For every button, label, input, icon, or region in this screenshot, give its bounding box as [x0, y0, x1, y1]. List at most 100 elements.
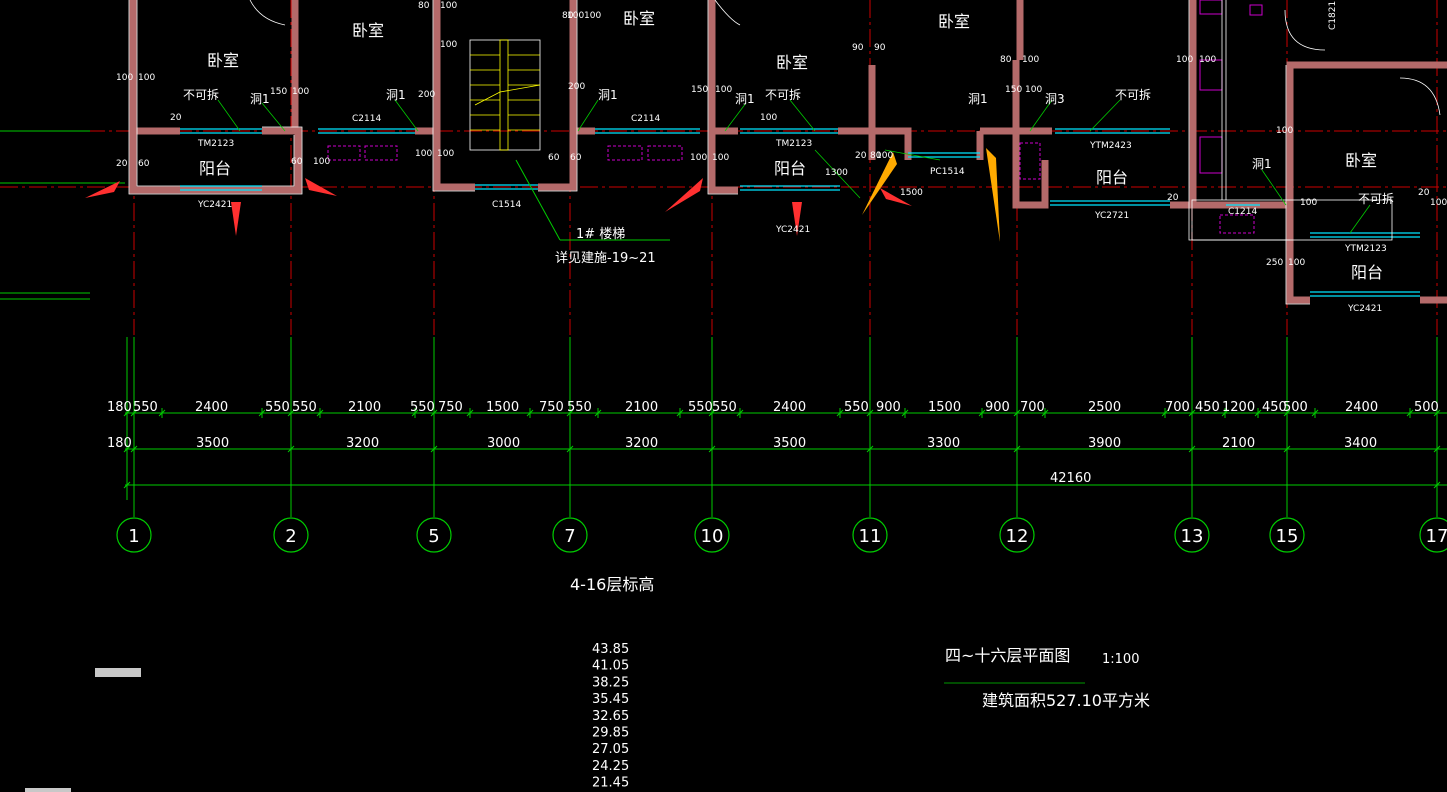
plan-small-dim: 60 — [291, 157, 303, 167]
window-tag: YTM2423 — [1089, 141, 1132, 151]
axis-label: 1 — [128, 526, 139, 547]
dim-row1-label: 700 — [1020, 400, 1045, 415]
dim-row2-label: 3500 — [773, 436, 806, 451]
dim-row1-label: 500 — [1283, 400, 1308, 415]
plan-small-dim: 80 — [562, 11, 574, 21]
plan-small-dim: 100 — [1276, 126, 1293, 136]
room-balcony-1: 阳台 — [199, 159, 231, 178]
dim-row1-label: 900 — [876, 400, 901, 415]
plan-small-dim: 100 — [1022, 55, 1039, 65]
plan-small-dim: 100 — [440, 1, 457, 11]
window-tag: YC2421 — [775, 225, 810, 235]
plan-small-dim: 60 — [138, 159, 150, 169]
axis-bubble-1 — [116, 517, 152, 553]
stair-reference: 详见建施-19~21 — [555, 251, 656, 266]
window-tag: C2114 — [352, 114, 381, 124]
note-not-demolish-4: 不可拆 — [1358, 191, 1394, 206]
kitchen-fixtures — [1199, 0, 1263, 174]
dim-row1-label: 2100 — [348, 400, 381, 415]
window-tag: C1514 — [492, 200, 521, 210]
dim-row2-label: 3300 — [927, 436, 960, 451]
axis-label: 17 — [1426, 526, 1447, 547]
gray-bar-bottom — [25, 788, 71, 792]
plan-small-dim: 150 — [270, 87, 287, 97]
room-bedroom-3: 卧室 — [623, 9, 655, 28]
axis-bubble-12 — [999, 517, 1035, 553]
plan-small-dim: 200 — [418, 90, 435, 100]
dim-row1-label: 550 — [567, 400, 592, 415]
note-hole-3: 洞1 — [598, 88, 618, 102]
dimension-ticks — [123, 408, 1441, 489]
axis-bubble-7 — [552, 517, 588, 553]
window-tag: C1821 — [1328, 1, 1338, 30]
plan-small-dim: 100 — [292, 87, 309, 97]
dim-row1-label: 1500 — [486, 400, 519, 415]
dim-row1-label: 500 — [1414, 400, 1439, 415]
plan-small-dim: 20 — [116, 159, 128, 169]
plan-small-dim: 90 — [874, 43, 886, 53]
plan-small-dim: 1300 — [825, 168, 848, 178]
note-hole-5: 洞1 — [968, 92, 988, 106]
plan-small-dim: 100 — [876, 151, 893, 161]
plan-small-dim: 60 — [570, 153, 582, 163]
axis-label: 12 — [1006, 526, 1029, 547]
plan-small-dim: 100 — [584, 11, 601, 21]
note-labels: 不可拆 不可拆 不可拆 不可拆 洞1 洞1 洞1 洞1 洞1 洞3 洞1 — [183, 87, 1394, 206]
plan-small-dim: 20 — [855, 151, 867, 161]
room-balcony-3: 阳台 — [1096, 168, 1128, 187]
window-tag: YC2721 — [1094, 211, 1129, 221]
dim-row1-label: 2400 — [773, 400, 806, 415]
elevation-value: 24.25 — [592, 759, 629, 774]
axis-label: 5 — [428, 526, 439, 547]
plan-small-dim: 150 — [691, 85, 708, 95]
dim-row1-label: 2400 — [195, 400, 228, 415]
window-tag: YTM2123 — [1344, 244, 1387, 254]
plan-small-dim: 100 — [1176, 55, 1193, 65]
dim-row1-label: 550 — [688, 400, 713, 415]
plan-small-dim: 100 — [567, 11, 584, 21]
elevation-value: 41.05 — [592, 659, 629, 674]
dimension-lines — [125, 412, 1447, 486]
orange-arrow-markers — [862, 148, 1000, 242]
plan-small-dim: 100 — [313, 157, 330, 167]
level-title: 4-16层标高 — [570, 575, 654, 594]
elevation-list: 43.8541.0538.2535.4532.6529.8527.0524.25… — [592, 642, 629, 791]
room-bedroom-5: 卧室 — [938, 12, 970, 31]
window-tag: C2114 — [631, 114, 660, 124]
note-hole-2: 洞1 — [386, 88, 406, 102]
plan-small-dim: 100 — [1199, 55, 1216, 65]
plan-small-dim: 100 — [1300, 198, 1317, 208]
dim-row2-label: 3400 — [1344, 436, 1377, 451]
dim-row1-label: 750 — [438, 400, 463, 415]
dim-row1-label: 1200 — [1222, 400, 1255, 415]
elevation-value: 21.45 — [592, 776, 629, 791]
note-not-demolish-1: 不可拆 — [183, 87, 219, 102]
plan-title: 四~十六层平面图 — [945, 646, 1070, 665]
plan-small-dim: 100 — [415, 149, 432, 159]
axis-label: 2 — [285, 526, 296, 547]
dim-row1-label: 180 — [107, 400, 132, 415]
note-not-demolish-3: 不可拆 — [1115, 87, 1151, 102]
dim-row1-label: 550 — [292, 400, 317, 415]
window-tag: PC1514 — [930, 167, 965, 177]
window-tag: YC2421 — [197, 200, 232, 210]
stair-drawing[interactable] — [469, 39, 541, 151]
elevation-value: 43.85 — [592, 642, 629, 657]
elevation-value: 27.05 — [592, 742, 629, 757]
dim-row1-label: 550 — [410, 400, 435, 415]
stair-name: 1# 楼梯 — [576, 227, 625, 242]
plan-small-dim: 200 — [568, 82, 585, 92]
plan-small-dim: 100 — [760, 113, 777, 123]
plan-small-dim: 100 — [715, 85, 732, 95]
room-balcony-2: 阳台 — [774, 159, 806, 178]
dim-row2-label: 3500 — [196, 436, 229, 451]
elevation-value: 32.65 — [592, 709, 629, 724]
total-dimension: 42160 — [1050, 471, 1091, 486]
dim-row1-label: 2500 — [1088, 400, 1121, 415]
room-balcony-4: 阳台 — [1351, 263, 1383, 282]
elevation-value: 29.85 — [592, 726, 629, 741]
dim-row2-label: 3900 — [1088, 436, 1121, 451]
